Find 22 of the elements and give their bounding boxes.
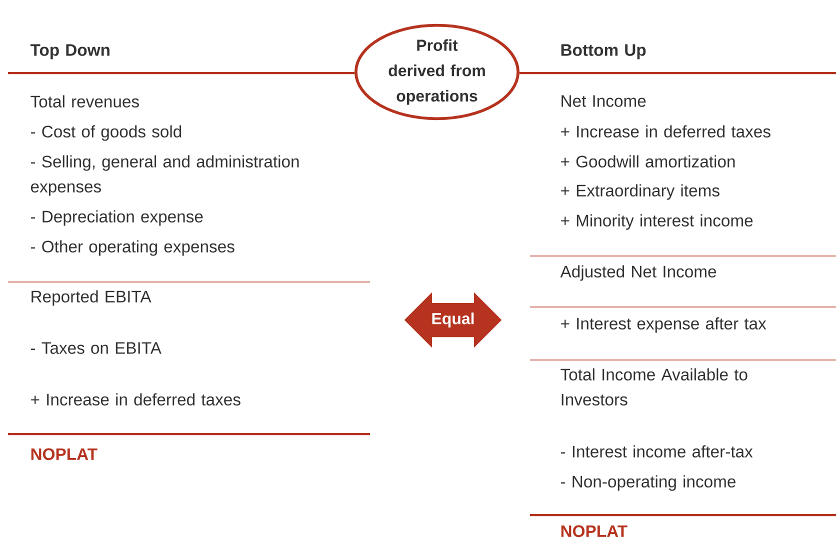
total-label: NOPLAT <box>31 448 98 460</box>
line-item: - Selling, general and administration expenses <box>30 155 299 196</box>
line-item: - Cost of goods sold <box>31 125 182 141</box>
line-item: + Increase in deferred taxes <box>31 393 240 406</box>
line-item: - Non-operating income <box>561 475 736 491</box>
line-item: Reported EBITA <box>32 290 152 306</box>
line-item: Adjusted Net Income <box>560 265 716 281</box>
heading: Top Down <box>30 44 110 60</box>
line-item: Total revenues <box>30 95 139 108</box>
line-item: + Interest expense after tax <box>561 317 766 333</box>
line-item: + Extraordinary items <box>561 184 720 200</box>
line-item: + Goodwill amortization <box>561 155 735 168</box>
line-item: - Taxes on EBITA <box>31 342 162 354</box>
line-item: - Other operating expenses <box>31 240 234 256</box>
line-item: Net Income <box>562 95 646 107</box>
line-item: - Interest income after-tax <box>561 445 753 458</box>
line-item: + Increase in deferred taxes <box>561 125 770 138</box>
line-item: - Depreciation expense <box>31 210 203 226</box>
heading: Bottom Up <box>561 44 646 60</box>
line-item: Total Income Available to Investors <box>560 368 748 406</box>
line-item: + Minority interest income <box>561 214 753 230</box>
total-label: NOPLAT <box>561 525 628 538</box>
